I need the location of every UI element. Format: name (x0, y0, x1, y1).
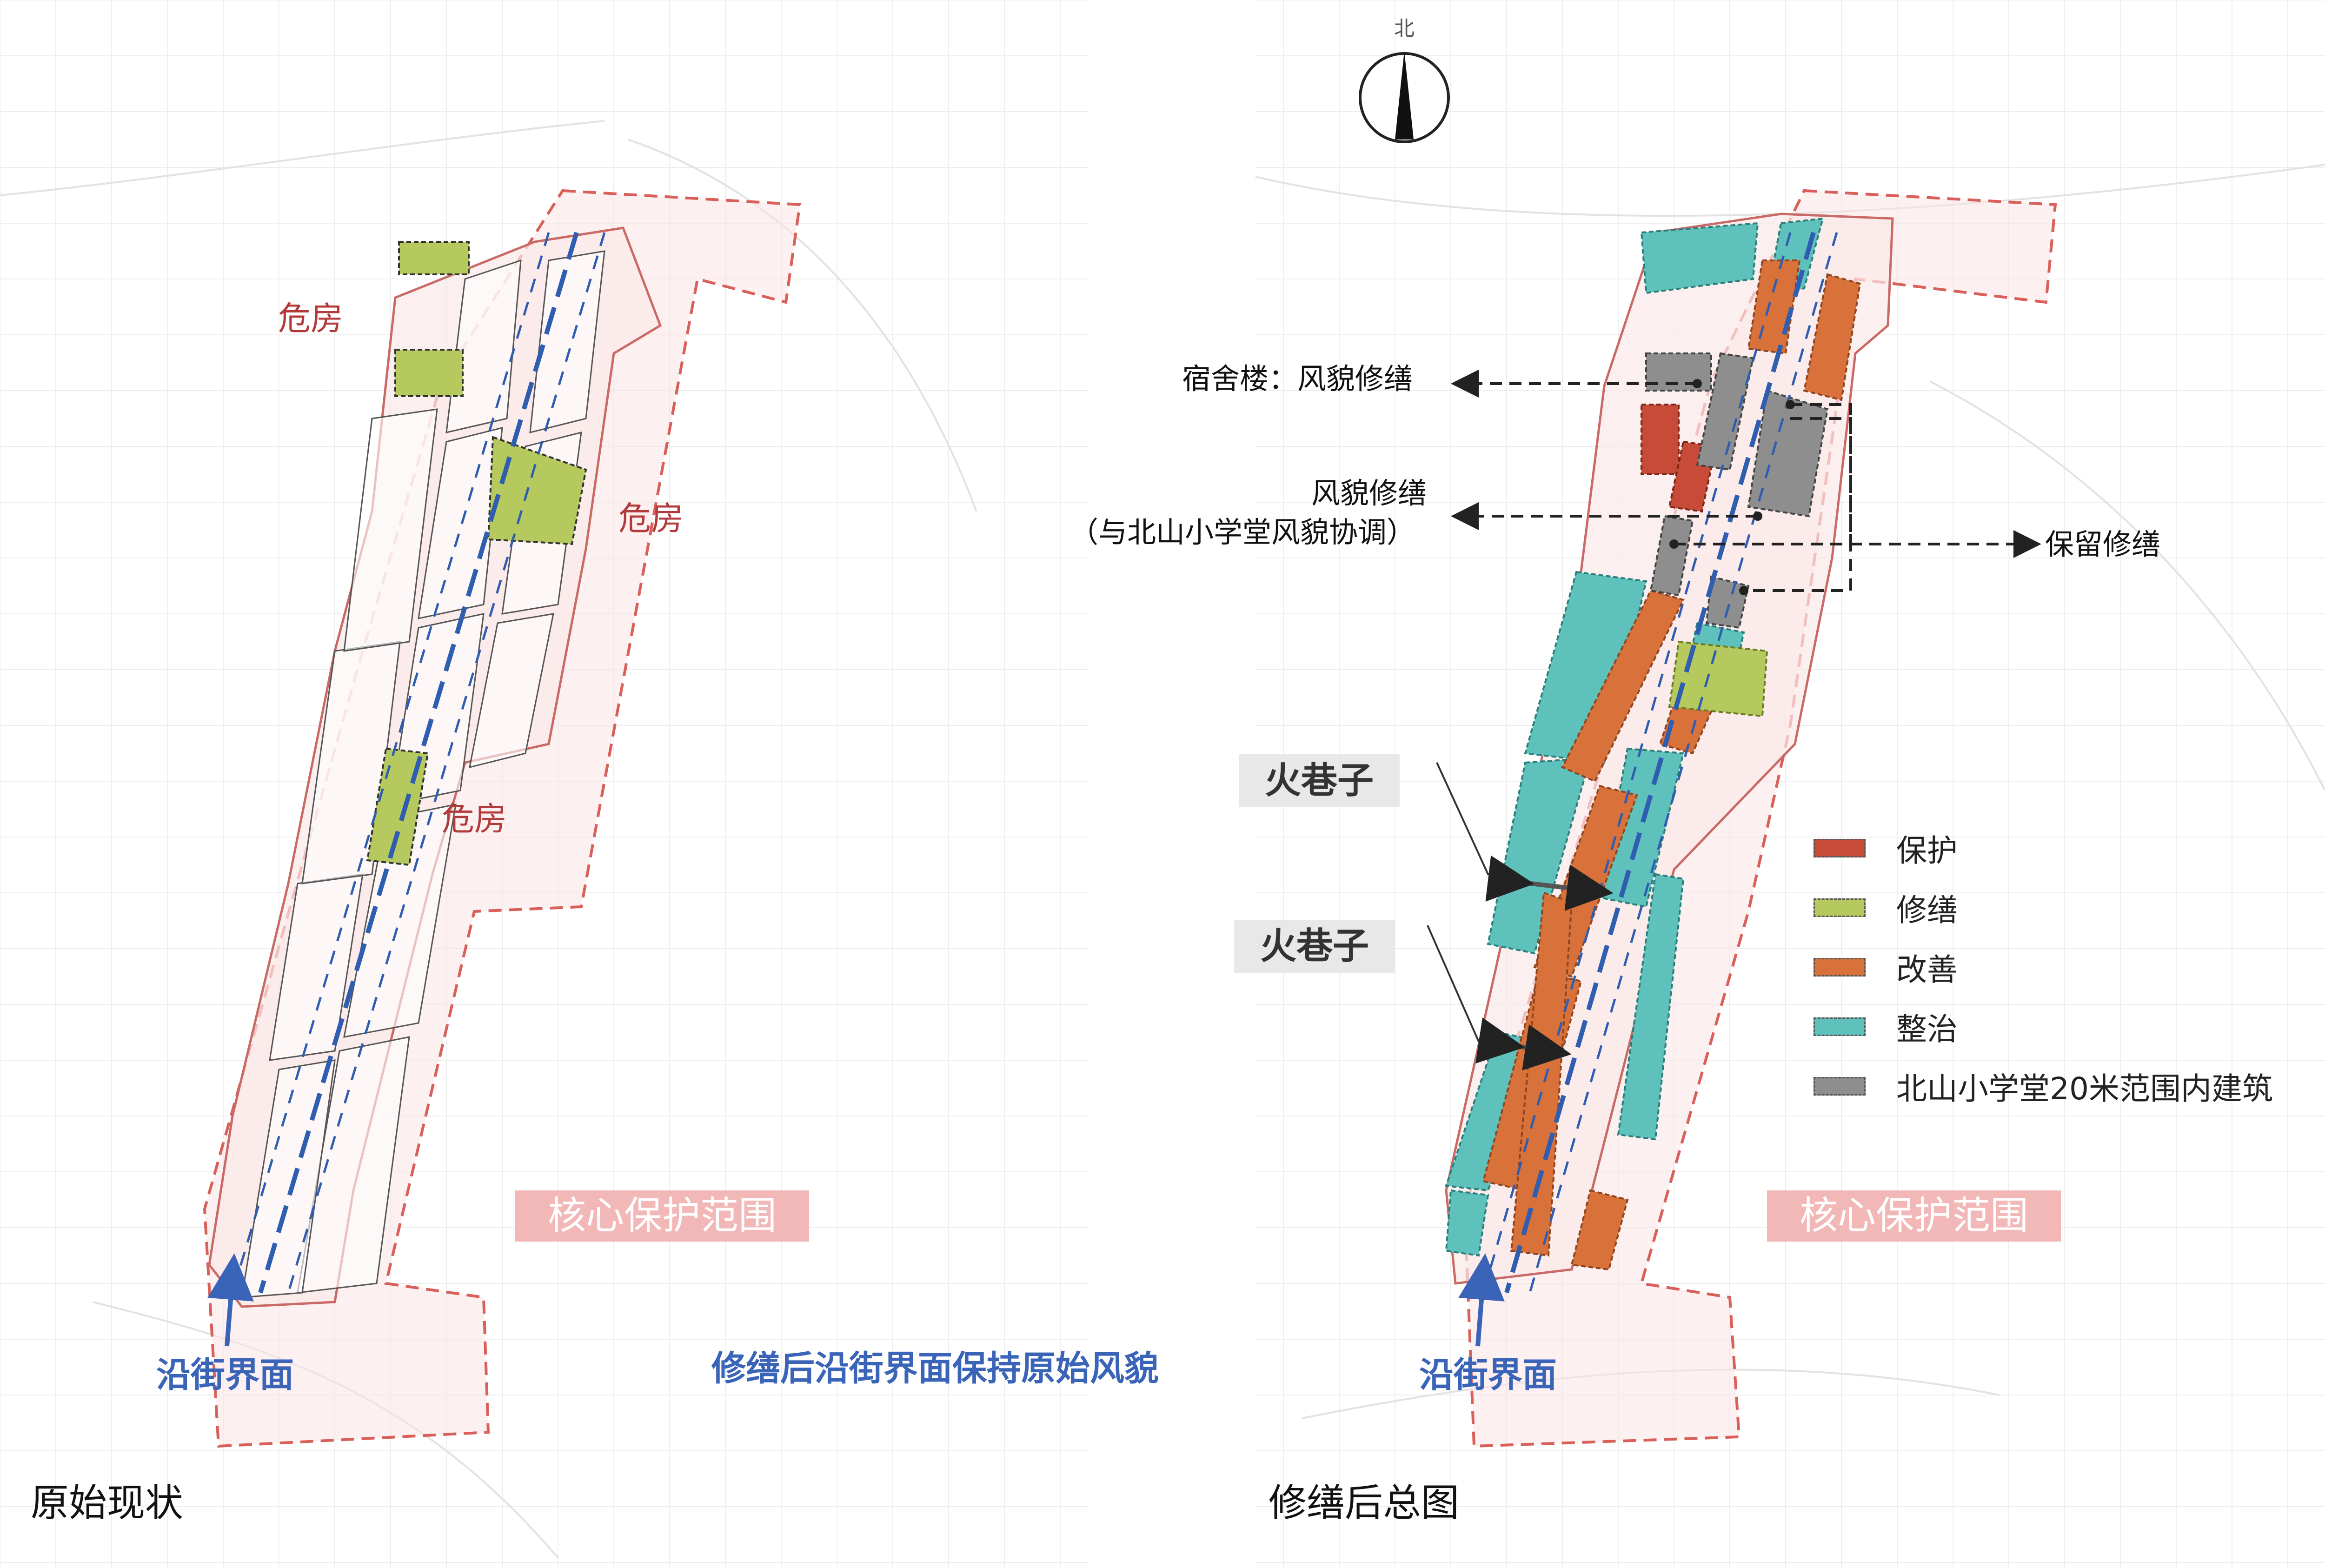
legend-label: 修缮 (1896, 892, 1958, 928)
right-leader-dots (1669, 379, 1795, 595)
alley-label-1: 火巷子 (1239, 754, 1400, 807)
legend-swatch-protect (1814, 839, 1866, 857)
right-core-area-label: 核心保护范围 (1767, 1190, 2061, 1242)
dormitory-note: 宿舍楼：风貌修缮 (1182, 362, 1413, 396)
left-panel-title: 原始现状 (31, 1481, 184, 1525)
map-legend: 保护 修缮 改善 整治 北山小学堂20米范围内建筑 (1814, 818, 2273, 1116)
retain-note: 保留修缮 (2045, 527, 2161, 561)
legend-item-improve: 改善 (1814, 937, 2273, 997)
legend-item-renovate: 整治 (1814, 997, 2273, 1056)
left-danger-label-2: 危房 (618, 499, 684, 538)
left-danger-label-3: 危房 (442, 800, 507, 838)
compass-label: 北 (1394, 17, 1415, 40)
right-repair-blocks (1668, 640, 1768, 718)
legend-item-protect: 保护 (1814, 818, 2273, 878)
legend-label: 改善 (1896, 952, 1958, 988)
left-core-area-label: 核心保护范围 (515, 1190, 810, 1242)
compass-needle (1395, 51, 1414, 140)
legend-label: 北山小学堂20米范围内建筑 (1896, 1071, 2273, 1107)
right-protect-blocks (1641, 404, 1717, 513)
right-school-zone-blocks (1645, 352, 1829, 629)
right-street-axis (1504, 232, 1816, 1294)
left-danger-label-1: 危房 (278, 299, 343, 338)
left-street-axis (258, 232, 579, 1294)
legend-swatch-renovate (1814, 1017, 1866, 1036)
legend-swatch-school-zone (1814, 1077, 1866, 1096)
legend-swatch-improve (1814, 958, 1866, 977)
facade-note-line-2: （与北山小学堂风貌协调） (1070, 515, 1416, 549)
basemap-roads (0, 120, 2325, 1559)
left-street-front-label: 沿街界面 (156, 1355, 294, 1395)
right-panel-title: 修缮后总图 (1269, 1481, 1460, 1525)
legend-label: 保护 (1896, 833, 1958, 869)
facade-note-line-1: 风貌修缮 (1311, 476, 1427, 510)
legend-item-repair: 修缮 (1814, 878, 2273, 937)
legend-label: 整治 (1896, 1011, 1958, 1047)
legend-swatch-repair (1814, 898, 1866, 917)
center-caption: 修缮后沿街界面保持原始风貌 (711, 1349, 1159, 1389)
right-leader-lines (1451, 370, 2041, 592)
left-danger-buildings (366, 241, 587, 866)
legend-item-school-zone: 北山小学堂20米范围内建筑 (1814, 1056, 2273, 1116)
right-street-front-arrow (1458, 1253, 1505, 1347)
right-alley-arrows (1475, 855, 1614, 1071)
right-street-front-label: 沿街界面 (1419, 1355, 1557, 1395)
left-street-front-arrow (207, 1253, 254, 1347)
alley-label-2: 火巷子 (1234, 920, 1395, 973)
